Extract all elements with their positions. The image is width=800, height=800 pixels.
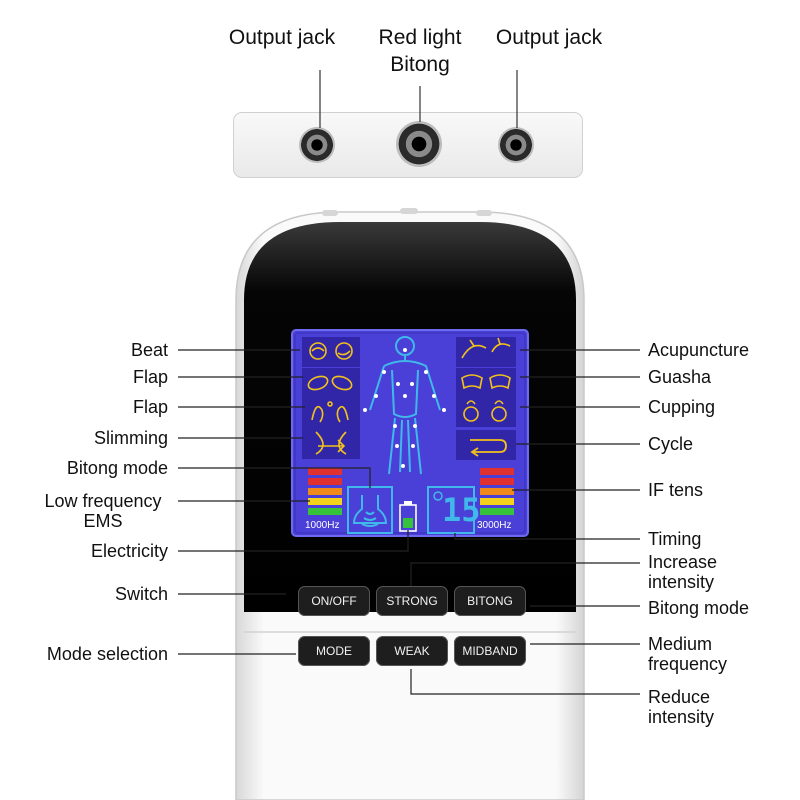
icon-beat <box>302 337 360 367</box>
label-flap-1: Flap <box>132 367 168 387</box>
onoff-button[interactable]: ON/OFF <box>298 586 370 616</box>
label-if-tens: IF tens <box>648 480 704 500</box>
label-timing: Timing <box>648 529 702 549</box>
intensity-bars-left <box>308 468 342 515</box>
strong-button[interactable]: STRONG <box>376 586 448 616</box>
label-electricity: Electricity <box>90 541 168 561</box>
label-red-light: Red light <box>378 26 462 49</box>
icon-acupuncture <box>456 337 516 367</box>
weak-button[interactable]: WEAK <box>376 636 448 666</box>
label-beat: Beat <box>130 340 168 360</box>
label-bitong: Bitong <box>390 53 450 76</box>
label-acupuncture: Acupuncture <box>648 340 750 360</box>
midband-button[interactable]: MIDBAND <box>454 636 526 666</box>
label-reduce: Reduce <box>648 687 711 707</box>
bitong-button[interactable]: BITONG <box>454 586 526 616</box>
timer-display <box>427 486 475 534</box>
freq-right-label: 3000Hz <box>477 520 512 531</box>
label-reduce-intensity: intensity <box>648 707 715 727</box>
label-output-jack-left: Output jack <box>228 26 336 49</box>
label-frequency: frequency <box>648 654 728 674</box>
label-output-jack-right: Output jack <box>495 26 603 49</box>
acupoint-dots <box>363 348 446 468</box>
label-guasha: Guasha <box>648 367 712 387</box>
label-cycle: Cycle <box>648 434 694 454</box>
intensity-bars-right <box>480 468 514 515</box>
label-mode-selection: Mode selection <box>46 644 168 664</box>
icon-slimming <box>302 427 360 459</box>
timer-digits: 15 <box>442 491 481 529</box>
mode-button[interactable]: MODE <box>298 636 370 666</box>
icon-flap <box>302 368 360 398</box>
icon-cupping <box>456 395 516 427</box>
label-bitong-mode-right: Bitong mode <box>648 598 750 618</box>
leader-lines <box>178 349 640 695</box>
icon-flap-2 <box>302 395 360 427</box>
output-jack-right[interactable] <box>498 127 534 163</box>
label-switch: Switch <box>114 584 168 604</box>
label-cupping: Cupping <box>648 397 716 417</box>
red-light-bitong-jack[interactable] <box>396 121 442 167</box>
icon-cycle <box>456 430 516 460</box>
label-flap-2: Flap <box>132 397 168 417</box>
output-jack-left[interactable] <box>299 127 335 163</box>
label-low-frequency: Low frequency <box>44 491 162 511</box>
freq-left-label: 1000Hz <box>305 520 340 531</box>
label-increase-intensity: intensity <box>648 572 715 592</box>
label-slimming: Slimming <box>93 428 168 448</box>
label-bitong-mode-left: Bitong mode <box>66 458 168 478</box>
label-increase: Increase <box>648 552 718 572</box>
label-medium: Medium <box>648 634 713 654</box>
icon-guasha <box>456 368 516 398</box>
label-ems: EMS <box>83 511 123 531</box>
